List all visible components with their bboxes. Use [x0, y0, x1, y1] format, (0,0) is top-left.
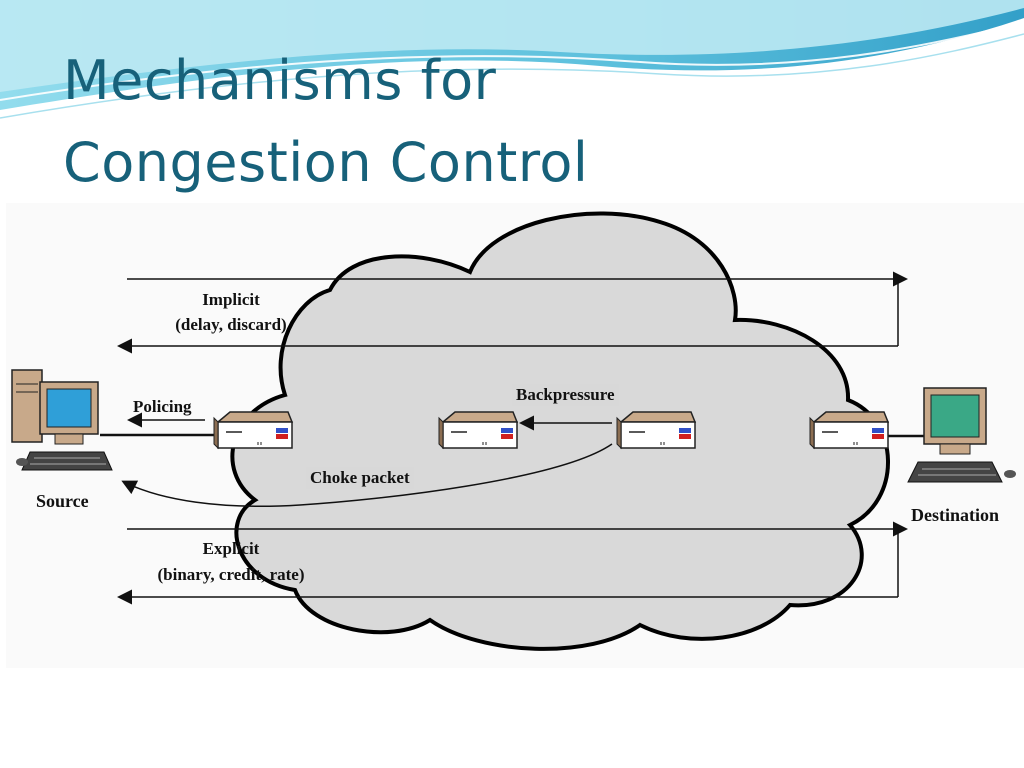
slide-title: Mechanisms for Congestion Control	[63, 40, 588, 204]
source-computer-icon	[11, 369, 113, 471]
header-wave-light	[0, 0, 1024, 92]
backpressure-label: Backpressure	[512, 384, 619, 406]
explicit-label: Explicit	[202, 539, 260, 558]
router-3	[616, 411, 696, 449]
source-label: Source	[36, 491, 89, 511]
slide-title-line1: Mechanisms for	[63, 49, 497, 112]
slide-title-line2: Congestion Control	[63, 131, 589, 194]
choke-packet-arrow	[121, 443, 613, 507]
router-4	[809, 411, 889, 449]
destination-label: Destination	[911, 505, 1000, 525]
header-wave-line	[0, 21, 1024, 101]
router-2	[438, 411, 518, 449]
router-1	[213, 411, 293, 449]
network-cloud	[230, 211, 890, 651]
choke-packet-label: Choke packet	[306, 467, 414, 489]
implicit-label: Implicit	[202, 290, 260, 309]
explicit-detail-label: (binary, credit, rate)	[157, 565, 305, 584]
policing-label: Policing	[133, 397, 192, 416]
implicit-detail-label: (delay, discard)	[175, 315, 287, 334]
destination-computer-icon	[907, 387, 1016, 483]
